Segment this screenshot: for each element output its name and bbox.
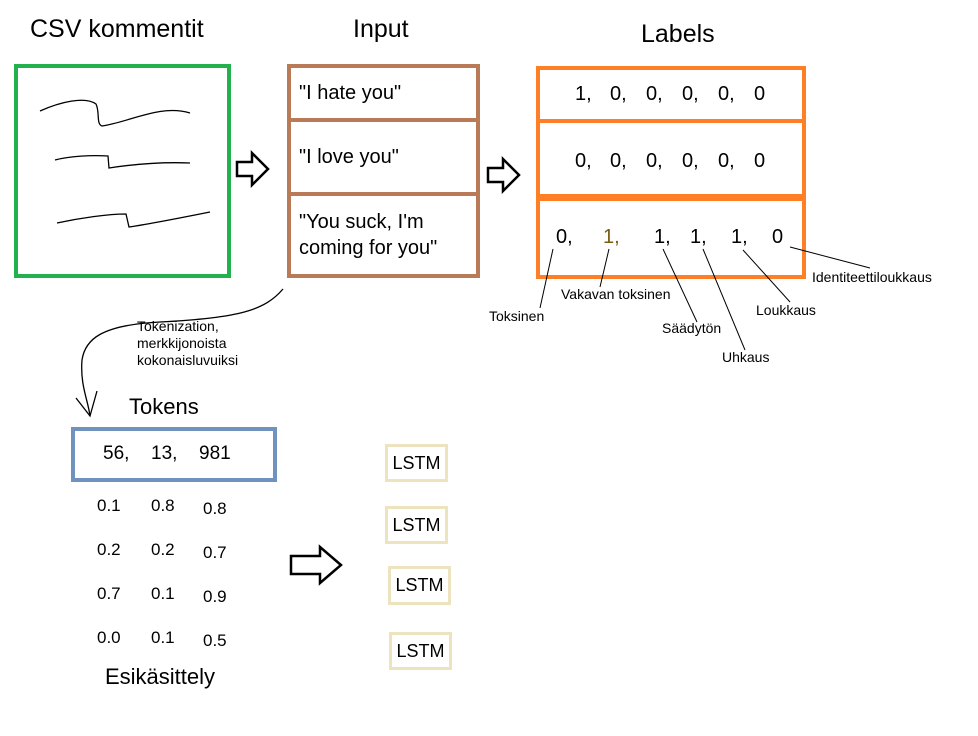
label-r1-3: 0, — [682, 83, 699, 105]
embedding-0-2: 0.8 — [203, 499, 227, 518]
label-name-severe-toxic: Vakavan toksinen — [561, 286, 671, 302]
preprocessing-title: Esikäsittely — [105, 664, 216, 689]
leader-obscene — [662, 248, 698, 323]
token-0: 56, — [103, 443, 130, 464]
tokenization-note-line-2: merkkijonoista — [137, 335, 227, 351]
label-name-threat: Uhkaus — [722, 349, 770, 365]
lstm-label-3: LSTM — [395, 575, 444, 595]
leader-toxic — [539, 248, 554, 309]
lstm-box-3: LSTM — [388, 566, 451, 605]
input-row-3: "You suck, I'm coming for you" — [287, 196, 480, 278]
label-r1-5: 0 — [754, 83, 766, 105]
tokenization-arrowhead — [75, 390, 98, 418]
label-r2-1: 0, — [610, 150, 627, 172]
input-title: Input — [353, 15, 409, 43]
input-text-2: "I love you" — [299, 145, 399, 168]
leader-severe-toxic — [599, 248, 610, 288]
label-name-toxic: Toksinen — [489, 308, 545, 324]
label-r2-2: 0, — [646, 150, 663, 172]
label-r3-5: 0 — [772, 226, 784, 248]
embedding-2-1: 0.1 — [151, 584, 175, 603]
label-r3-1: 1, — [603, 226, 620, 248]
lstm-label-1: LSTM — [392, 452, 441, 473]
embedding-3-2: 0.5 — [203, 631, 227, 650]
tokenization-note-line-3: kokonaisluvuiksi — [137, 352, 239, 368]
embedding-1-0: 0.2 — [97, 540, 121, 559]
lstm-box-1: LSTM — [385, 444, 448, 482]
arrow-to-lstm — [289, 544, 343, 586]
label-r1-4: 0, — [718, 83, 735, 105]
label-r2-4: 0, — [718, 150, 735, 172]
embedding-0-0: 0.1 — [97, 496, 121, 515]
csv-box — [14, 64, 231, 278]
tokens-title: Tokens — [129, 394, 199, 419]
embedding-2-0: 0.7 — [97, 584, 121, 603]
leader-insult — [742, 249, 791, 303]
label-name-identity-hate: Identiteettiloukkaus — [812, 269, 932, 285]
leader-threat — [702, 248, 746, 351]
labels-row-2 — [536, 122, 806, 198]
scribble-3 — [56, 211, 211, 228]
embedding-2-2: 0.9 — [203, 587, 227, 606]
label-name-obscene: Säädytön — [662, 320, 722, 336]
input-row-2: "I love you" — [287, 122, 480, 196]
labels-row-1 — [536, 66, 806, 123]
label-r2-3: 0, — [682, 150, 699, 172]
tokens-box — [71, 427, 277, 482]
input-text-3: "You suck, I'm coming for you" — [299, 211, 438, 259]
arrow-csv-to-input — [235, 149, 270, 189]
label-r3-2: 1, — [654, 226, 671, 248]
label-r3-3: 1, — [690, 226, 707, 248]
scribble-2 — [54, 154, 191, 169]
embedding-3-0: 0.0 — [97, 628, 121, 647]
labels-row-3 — [536, 197, 806, 279]
embedding-1-2: 0.7 — [203, 543, 227, 562]
embedding-1-1: 0.2 — [151, 540, 175, 559]
lstm-label-4: LSTM — [396, 640, 445, 661]
label-r2-5: 0 — [754, 150, 766, 172]
label-r3-0: 0, — [556, 226, 573, 248]
input-row-1: "I hate you" — [287, 64, 480, 122]
csv-title: CSV kommentit — [30, 15, 204, 43]
leader-identity-hate — [789, 246, 871, 269]
scribble-1 — [39, 99, 191, 127]
labels-title: Labels — [641, 20, 715, 48]
lstm-box-4: LSTM — [389, 632, 452, 670]
label-r2-0: 0, — [575, 150, 592, 172]
label-r1-2: 0, — [646, 83, 663, 105]
lstm-label-2: LSTM — [392, 514, 441, 535]
tokenization-arrow — [81, 288, 284, 417]
input-text-1: "I hate you" — [299, 81, 402, 104]
embedding-3-1: 0.1 — [151, 628, 175, 647]
arrow-input-to-labels — [486, 155, 521, 195]
label-r1-1: 0, — [610, 83, 627, 105]
label-r1-0: 1, — [575, 83, 592, 105]
label-r3-4: 1, — [731, 226, 748, 248]
embedding-0-1: 0.8 — [151, 496, 175, 515]
label-name-insult: Loukkaus — [756, 302, 816, 318]
token-2: 981 — [199, 443, 231, 464]
lstm-box-2: LSTM — [385, 506, 448, 544]
tokenization-note: Tokenization, merkkijonoista kokonaisluv… — [137, 318, 238, 369]
token-1: 13, — [151, 443, 178, 464]
